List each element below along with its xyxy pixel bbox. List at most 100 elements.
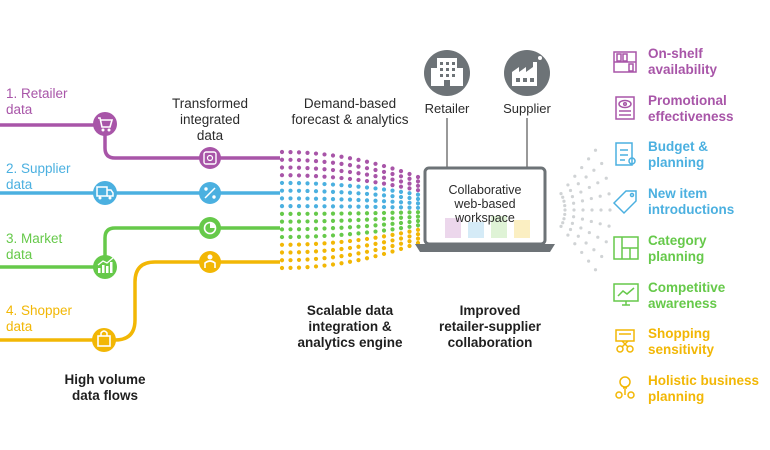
fan-dot xyxy=(592,168,596,172)
funnel-dot xyxy=(390,188,395,193)
fan-dot xyxy=(573,174,577,178)
fan-dot xyxy=(572,215,576,219)
funnel-dot xyxy=(407,205,412,210)
funnel-dot xyxy=(347,197,353,202)
funnel-dot xyxy=(407,234,412,239)
funnel-dot xyxy=(322,174,327,179)
funnel-dot xyxy=(288,211,293,216)
funnel-dot xyxy=(398,200,404,205)
funnel-dot xyxy=(296,165,302,170)
funnel-dot xyxy=(322,189,327,194)
funnel-dot xyxy=(381,251,387,257)
funnel-dot xyxy=(390,177,395,182)
fan-dot xyxy=(568,188,573,193)
funnel-dot xyxy=(313,181,319,186)
funnel-dot xyxy=(296,265,302,270)
funnel-dot xyxy=(356,257,361,263)
funnel-dot xyxy=(415,227,421,232)
fan-dot xyxy=(608,208,612,212)
funnel-dot xyxy=(381,181,387,186)
retailer-label: Retailer xyxy=(424,101,470,116)
funnel-dot xyxy=(415,174,421,180)
funnel-dot xyxy=(330,167,336,173)
funnel-dot xyxy=(390,183,395,188)
funnel-dot xyxy=(339,197,344,202)
funnel-dot xyxy=(398,169,404,174)
funnel-dot xyxy=(313,249,319,254)
funnel-dot xyxy=(356,231,361,236)
fan-dot xyxy=(598,222,602,226)
fan-dot xyxy=(596,235,600,239)
funnel-dot xyxy=(288,242,293,247)
transformed-coin-icon xyxy=(199,147,221,169)
funnel-dot xyxy=(296,257,302,263)
funnel-dot xyxy=(373,192,378,197)
funnel-dot xyxy=(305,265,310,270)
funnel-dot xyxy=(373,204,378,210)
funnel-dot xyxy=(398,246,404,251)
transformed-percent-icon xyxy=(199,182,221,204)
funnel-dot xyxy=(364,249,370,254)
funnel-dot xyxy=(415,201,421,206)
funnel-dot xyxy=(415,236,421,241)
funnel-dot xyxy=(407,195,412,201)
output-fan-dots xyxy=(559,148,612,272)
funnel-dot xyxy=(364,198,370,203)
funnel-dot xyxy=(305,173,310,178)
workspace-bar-yellow xyxy=(514,220,530,238)
funnel-dot xyxy=(279,265,285,271)
funnel-dot xyxy=(305,234,310,239)
funnel-dot xyxy=(313,256,319,262)
fan-dot xyxy=(562,199,566,203)
funnel-dot xyxy=(347,259,353,264)
category-grid-icon xyxy=(613,236,639,260)
funnel-dot xyxy=(390,232,395,237)
funnel-dot xyxy=(381,245,387,251)
funnel-dot xyxy=(390,243,395,249)
funnel-dot xyxy=(322,241,327,246)
funnel-dot xyxy=(330,226,336,231)
funnel-dot xyxy=(356,177,361,183)
fan-dot xyxy=(592,248,596,252)
fan-dot xyxy=(580,199,585,203)
funnel-dot xyxy=(347,218,353,223)
retailer-building-icon xyxy=(424,50,470,96)
funnel-dot xyxy=(373,198,378,203)
funnel-dot xyxy=(330,255,336,260)
funnel-dot xyxy=(279,157,285,162)
funnel-dot xyxy=(330,240,336,245)
funnel-dot xyxy=(398,174,404,179)
funnel-dot xyxy=(339,218,344,223)
laptop-workspace xyxy=(415,166,555,252)
funnel-dot xyxy=(322,152,327,157)
fan-dot xyxy=(596,181,600,185)
funnel-dot xyxy=(356,224,361,229)
funnel-dot xyxy=(305,158,310,163)
fan-dot xyxy=(600,254,604,259)
fan-dot xyxy=(593,148,598,152)
funnel-dot xyxy=(398,226,404,231)
fan-dot xyxy=(593,268,598,272)
fan-dot xyxy=(584,175,588,179)
funnel-dot xyxy=(305,257,310,262)
funnel-dot xyxy=(279,173,285,178)
funnel-dot xyxy=(398,236,404,241)
funnel-dot xyxy=(339,225,344,230)
holistic-bulb-icon xyxy=(615,376,635,399)
funnel-dot xyxy=(339,168,344,174)
funnel-dot xyxy=(398,194,404,200)
funnel-dot xyxy=(305,211,310,216)
funnel-dot xyxy=(415,192,421,197)
fan-dot xyxy=(573,242,577,246)
funnel-dot xyxy=(415,232,421,237)
funnel-dot xyxy=(381,187,387,192)
funnel-dot xyxy=(407,219,412,225)
transformed-person-icon xyxy=(199,251,221,273)
funnel-dot xyxy=(288,165,293,170)
funnel-dot xyxy=(364,178,370,184)
funnel-dot xyxy=(373,235,378,240)
funnel-dot xyxy=(330,175,336,180)
